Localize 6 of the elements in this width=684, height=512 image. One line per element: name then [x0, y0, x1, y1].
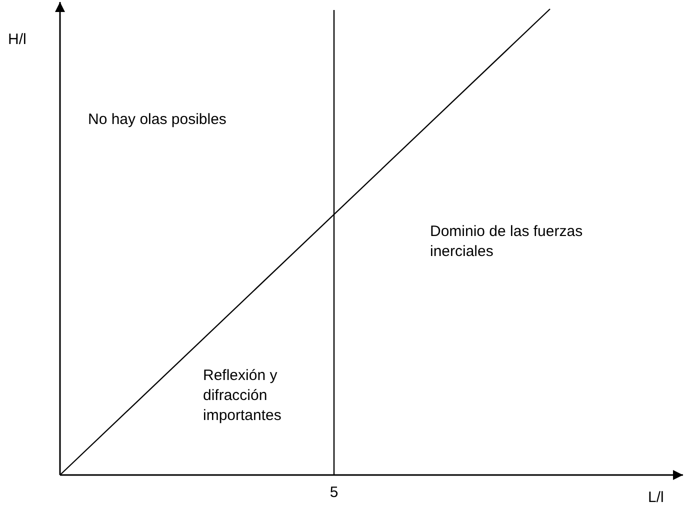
axis-label: L/l [648, 488, 665, 508]
axis-label: H/l [8, 30, 28, 50]
region-label: No hay olas posibles [88, 110, 228, 130]
region-label: Reflexión y difracción importantes [203, 366, 282, 426]
tick-label: 5 [328, 483, 340, 503]
region-label: Dominio de las fuerzas inerciales [430, 222, 584, 262]
